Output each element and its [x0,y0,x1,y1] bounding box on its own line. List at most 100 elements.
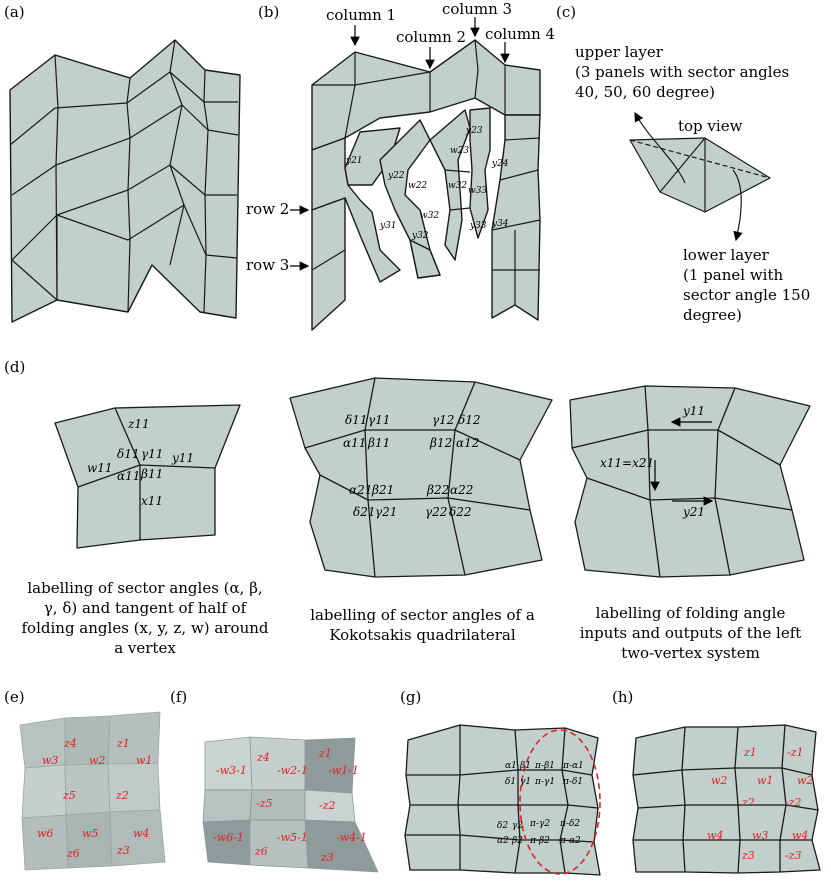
label-w23: w23 [450,146,470,156]
label-y33: y33 [470,221,487,231]
label-q-alpha22: α22 [450,483,474,497]
label-q-beta11: β11 [368,436,391,450]
f-z2: -z2 [319,799,336,812]
h-negz3: -z3 [785,849,802,862]
g-pi-beta1: π-β1 [535,761,555,771]
f-z6: z6 [255,845,268,858]
f-w3: -w3-1 [216,764,247,777]
label-w11: w11 [87,461,113,475]
label-beta11: β11 [141,467,164,481]
g-pi-alpha2: π-α2 [560,836,581,846]
label-q-gamma22: γ22 [425,505,448,519]
panel-label-b: (b) [258,3,280,21]
label-w32b: w32 [420,211,440,221]
e-z1: z1 [117,737,130,750]
caption-system: labelling of folding angle inputs and ou… [579,604,802,662]
panel-label-c: (c) [556,3,577,21]
system-d [569,385,811,578]
h-w4b: w4 [792,829,809,842]
f-w6: -w6-1 [213,831,244,844]
label-q-beta12: β12 [430,436,453,450]
f-w1: -w1-1 [328,764,359,777]
panel-label-g: (g) [400,688,422,706]
e-z5: z5 [63,789,76,802]
caption-quad: labelling of sector angles of a Kokotsak… [310,606,535,644]
label-y24: y24 [492,159,509,169]
g-beta1: β1 [520,761,531,771]
column-4-label: column 4 [485,25,556,43]
e-w2: w2 [89,754,106,767]
h-negz1: -z1 [787,746,804,759]
label-q-gamma11: γ11 [368,413,391,427]
h-z3: z3 [742,849,755,862]
f-z4: z4 [257,751,270,764]
label-y34: y34 [492,219,509,229]
g-delta1: δ1 [505,777,517,787]
f-w2: -w2-1 [277,764,308,777]
upper-layer-desc: (3 panels with sector angles 40, 50, 60 … [575,63,790,101]
label-y23: y23 [466,126,483,136]
g-pi-delta2: π-δ2 [560,819,581,829]
g-gamma2: γ2 [512,821,524,831]
f-z1: z1 [319,747,332,760]
label-s-y21: y21 [683,505,706,519]
f-w4: -w4-1 [336,831,367,844]
label-q-alpha11: α11 [343,436,367,450]
label-alpha11: α11 [117,469,141,483]
upper-layer-title: upper layer [575,43,663,61]
vertex-d [54,404,241,549]
panel-label-d: (d) [4,358,26,376]
label-y32: y32 [412,231,429,241]
panel-label-a: (a) [4,3,25,21]
arrows-d [650,417,714,506]
h-w3: w3 [752,829,769,842]
column-3-label: column 3 [442,0,513,18]
sheet-h [632,724,821,874]
e-z2: z2 [116,789,129,802]
label-q-delta21: δ21 [353,505,376,519]
label-w33: w33 [468,186,488,196]
label-w22: w22 [408,181,428,191]
sheet-g [404,724,601,876]
panel-label-e: (e) [4,688,25,706]
label-q-delta12: δ12 [458,413,481,427]
g-pi-delta1: π-δ1 [563,777,584,787]
e-w1: w1 [136,754,153,767]
arrows-b [290,17,510,271]
panel-label-h: (h) [612,688,634,706]
quad-d [289,377,553,578]
g-delta2: δ2 [497,821,509,831]
label-q-gamma12: γ12 [432,413,455,427]
label-q-delta22: δ22 [449,505,472,519]
label-w32a: w32 [448,181,468,191]
label-q-beta21: β21 [372,483,395,497]
e-w6: w6 [37,827,54,840]
row-3-label: row 3 [246,256,290,274]
column-2-label: column 2 [396,28,467,46]
g-pi-alpha1: π-α1 [563,761,584,771]
h-w1: w1 [757,774,774,787]
label-z11: z11 [128,417,150,431]
g-alpha2: α2 [497,836,509,846]
label-s-x11x21: x11=x21 [600,456,655,470]
g-pi-gamma1: π-γ1 [535,777,556,787]
row-2-label: row 2 [246,200,290,218]
panel-label-f: (f) [170,688,188,706]
lower-layer-desc: (1 panel with sector angle 150 degree) [683,266,811,324]
f-w5: -w5-1 [277,831,308,844]
h-w2a: w2 [711,774,728,787]
e-z4: z4 [64,737,77,750]
label-q-alpha12: α12 [456,436,480,450]
pyramid-c [629,111,771,242]
label-s-y11: y11 [683,404,706,418]
column-1-label: column 1 [326,6,397,24]
label-delta11: δ11 [117,447,140,461]
sheet-a [9,39,241,323]
e-w4: w4 [133,827,150,840]
h-w2b: w2 [797,774,814,787]
label-x11: x11 [141,494,164,508]
sheet-e [19,711,166,871]
top-view-label: top view [678,117,743,135]
